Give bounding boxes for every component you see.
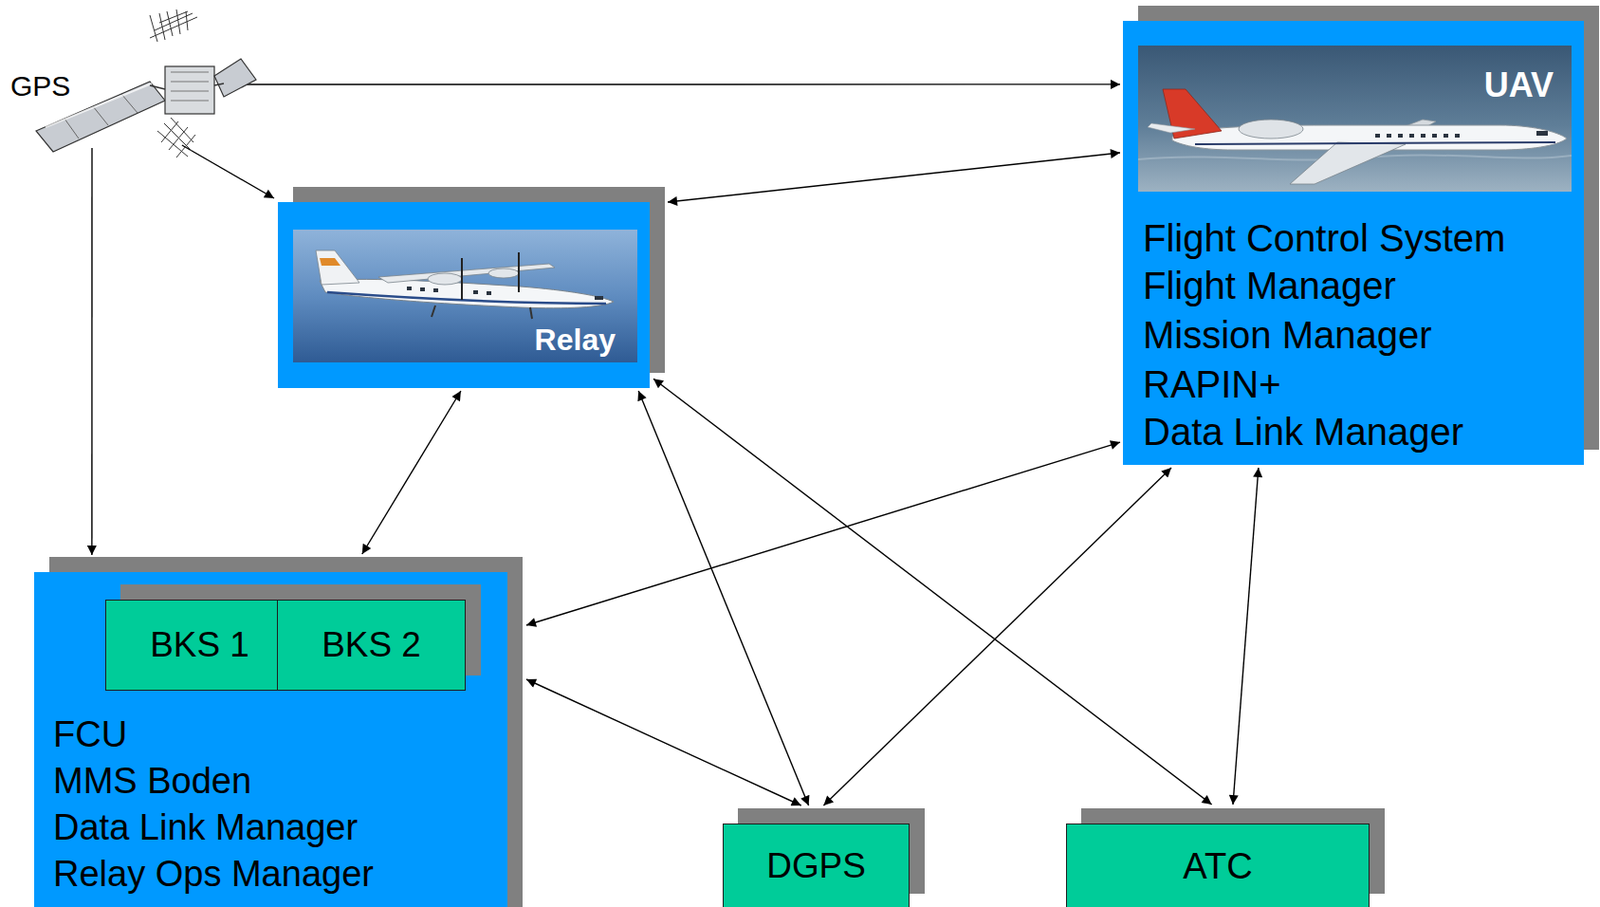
engine: [488, 268, 519, 278]
gps-satellite: GPS: [7, 9, 259, 162]
title-label: UAV: [1484, 65, 1554, 105]
near-wing: [1289, 142, 1406, 184]
satellite-body: [165, 66, 215, 114]
node-label: Mission Manager: [1142, 312, 1433, 357]
panel-boom: [149, 83, 224, 90]
link-arrow: [667, 152, 1121, 203]
dgps-box: DGPS: [722, 823, 910, 907]
node-label: Flight Control System: [1142, 216, 1506, 260]
node-label: Relay Ops Manager: [53, 853, 374, 896]
engine-nacelle: [1238, 119, 1304, 139]
solar-panel: [214, 58, 257, 97]
fuselage: [319, 278, 614, 308]
sky-background: [1138, 45, 1572, 192]
tail-fin: [315, 250, 360, 285]
landing-gear: [431, 305, 533, 319]
cabin-windows: [1375, 130, 1548, 138]
link-arrow: [91, 147, 92, 555]
title-label: Relay: [534, 322, 616, 358]
uav-box: UAV Flight Control SystemFlight ManagerMi…: [1122, 20, 1584, 465]
relay-box: Relay: [277, 202, 650, 388]
link-arrow: [1232, 467, 1259, 805]
engine: [427, 273, 462, 285]
solar-panel-cells: [64, 93, 138, 139]
tail-stripe: [319, 257, 341, 266]
atc-box: ATC: [1066, 823, 1370, 907]
node-label: FCU: [53, 714, 128, 756]
terminal-box: BKS 1: [105, 599, 295, 691]
ground-station-box: FCUMMS BodenData Link ManagerRelay Ops M…: [34, 571, 508, 907]
node-label: DGPS: [723, 845, 909, 886]
link-arrow: [638, 390, 809, 806]
node-label: GPS: [10, 70, 71, 104]
node-label: ATC: [1066, 845, 1369, 887]
link-arrow: [823, 467, 1172, 806]
node-label: RAPIN+: [1142, 362, 1282, 406]
link-arrow: [219, 83, 1121, 85]
link-arrow: [182, 145, 275, 199]
node-label: BKS 2: [277, 625, 465, 665]
node-label: Data Link Manager: [53, 807, 358, 849]
node-label: MMS Boden: [53, 760, 252, 803]
sky-background: [293, 229, 638, 363]
satellite-body-detail: [170, 72, 209, 101]
propeller: [461, 252, 519, 300]
fuselage-stripe: [327, 292, 607, 304]
link-arrow: [362, 390, 461, 554]
wing: [378, 263, 555, 283]
link-arrow: [526, 441, 1121, 626]
node-label: Data Link Manager: [1142, 409, 1464, 454]
node-label: Flight Manager: [1142, 263, 1397, 308]
fuselage-stripe: [1195, 142, 1556, 145]
node-label: BKS 1: [106, 625, 294, 665]
cabin-windows: [406, 286, 604, 300]
terminal-box: BKS 2: [276, 599, 466, 691]
tail-plane: [1147, 123, 1196, 133]
link-arrow: [526, 679, 802, 806]
